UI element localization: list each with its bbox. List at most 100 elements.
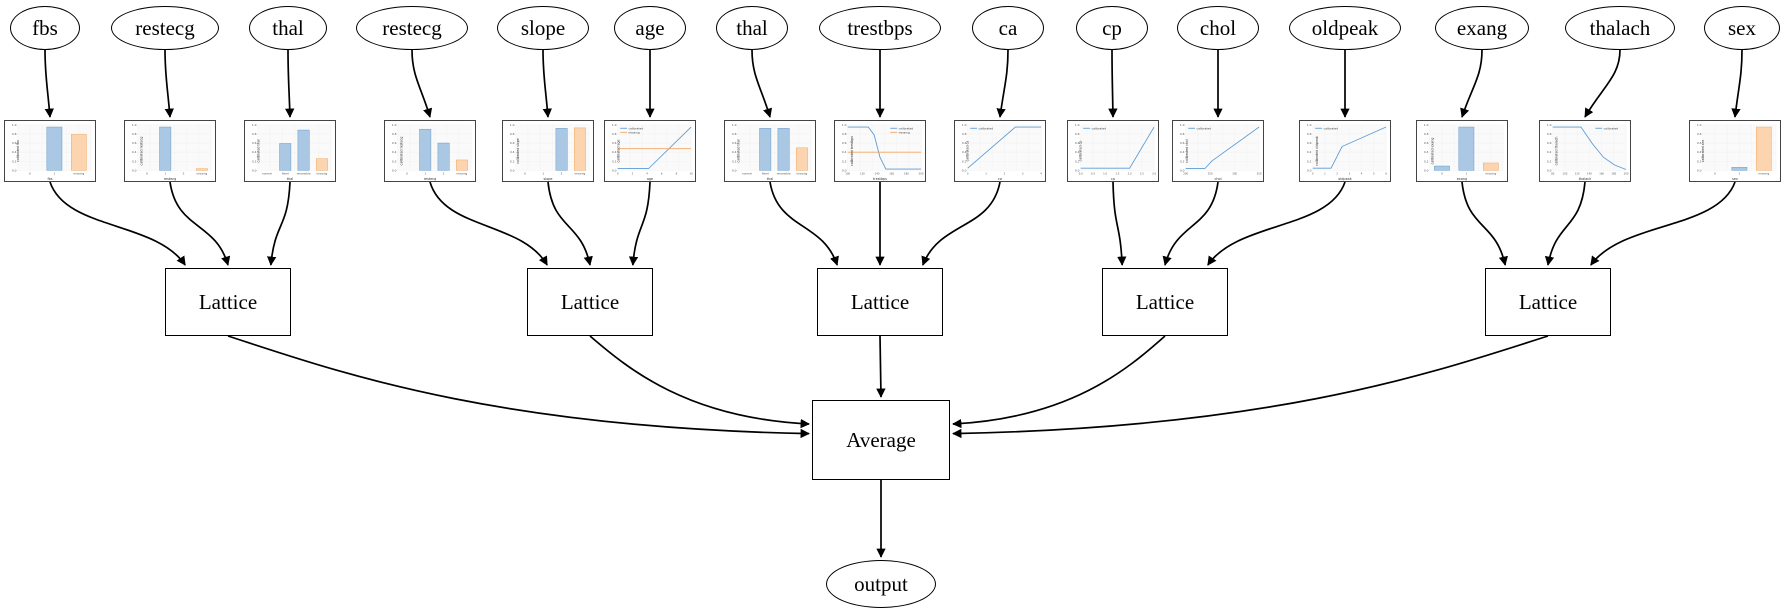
svg-text:1.0: 1.0 [1547, 123, 1552, 127]
svg-text:0: 0 [967, 171, 969, 175]
input-node-label: fbs [32, 15, 58, 40]
svg-text:0.6: 0.6 [962, 141, 967, 145]
svg-text:1.0: 1.0 [392, 123, 397, 127]
input-node-sex-14[interactable]: sex [1704, 6, 1780, 50]
panel-y-axis-label: calibrated thalach [1554, 136, 1559, 166]
input-node-fbs-0[interactable]: fbs [10, 6, 80, 50]
input-node-restecg-1[interactable]: restecg [111, 6, 219, 50]
input-node-restecg-3[interactable]: restecg [356, 6, 468, 50]
svg-text:missing: missing [196, 171, 207, 175]
input-node-label: oldpeak [1311, 15, 1379, 40]
panel-x-axis-label: restecg [163, 177, 177, 181]
svg-text:1: 1 [1465, 171, 1467, 175]
input-node-thal-2[interactable]: thal [249, 6, 327, 50]
svg-text:0.2: 0.2 [510, 159, 515, 163]
svg-text:300: 300 [1232, 171, 1237, 175]
lattice-node-4[interactable]: Lattice [1485, 268, 1611, 336]
edge-panel-5-to-lattice-1 [628, 181, 651, 266]
input-node-label: ca [998, 15, 1018, 40]
lattice-node-label: Lattice [1518, 289, 1578, 314]
svg-text:1.0: 1.0 [1424, 123, 1429, 127]
svg-text:1.0: 1.0 [732, 123, 737, 127]
svg-text:0.0: 0.0 [1180, 168, 1185, 172]
input-node-ca-8[interactable]: ca [972, 6, 1044, 50]
svg-text:calibrated: calibrated [1196, 126, 1211, 130]
svg-text:1.0: 1.0 [1697, 123, 1702, 127]
svg-text:fixed: fixed [762, 171, 769, 175]
svg-text:140: 140 [1587, 171, 1592, 175]
lattice-node-2[interactable]: Lattice [817, 268, 943, 336]
svg-text:0.0: 0.0 [1075, 168, 1080, 172]
lattice-node-3[interactable]: Lattice [1102, 268, 1228, 336]
input-node-slope-4[interactable]: slope [497, 6, 589, 50]
input-node-cp-9[interactable]: cp [1076, 6, 1148, 50]
svg-text:0.0: 0.0 [510, 168, 515, 172]
svg-text:0.4: 0.4 [1547, 150, 1552, 154]
average-node[interactable]: Average [812, 400, 950, 480]
svg-text:missing: missing [899, 131, 910, 135]
svg-text:reversible: reversible [777, 171, 791, 175]
svg-text:0.8: 0.8 [962, 132, 967, 136]
edge-lattice-3-to-average [952, 335, 1166, 429]
input-node-label: sex [1728, 15, 1756, 40]
svg-text:0.8: 0.8 [732, 132, 737, 136]
svg-text:0.8: 0.8 [510, 132, 515, 136]
svg-text:0.4: 0.4 [1307, 150, 1312, 154]
input-node-label: slope [520, 15, 566, 40]
svg-text:2: 2 [1004, 171, 1006, 175]
input-node-label: cp [1102, 15, 1122, 40]
svg-text:0.2: 0.2 [252, 159, 257, 163]
svg-text:1.0: 1.0 [612, 123, 617, 127]
input-node-label: thal [272, 15, 304, 40]
panel-x-axis-label: thal [766, 177, 774, 181]
svg-text:100: 100 [845, 171, 850, 175]
svg-text:0.6: 0.6 [132, 141, 137, 145]
svg-text:0.8: 0.8 [392, 132, 397, 136]
svg-text:350: 350 [1257, 171, 1262, 175]
input-node-label: restecg [382, 15, 442, 40]
svg-text:2: 2 [561, 171, 563, 175]
svg-text:0.4: 0.4 [252, 150, 257, 154]
edge-input-to-panel-13 [1584, 49, 1621, 118]
lattice-node-1[interactable]: Lattice [527, 268, 653, 336]
input-node-oldpeak-11[interactable]: oldpeak [1289, 6, 1401, 50]
svg-text:0.2: 0.2 [962, 159, 967, 163]
input-node-chol-10[interactable]: chol [1177, 6, 1259, 50]
svg-text:0.8: 0.8 [1075, 132, 1080, 136]
input-node-age-5[interactable]: age [614, 6, 686, 50]
svg-text:normal: normal [742, 171, 752, 175]
panel-x-axis-label: ca [998, 177, 1002, 181]
svg-text:0.0: 0.0 [132, 168, 137, 172]
panel-x-axis-label: chol [1214, 177, 1222, 181]
edge-input-to-panel-2 [285, 49, 295, 118]
input-node-trestbps-7[interactable]: trestbps [819, 6, 941, 50]
lattice-node-0[interactable]: Lattice [165, 268, 291, 336]
input-node-thalach-13[interactable]: thalach [1565, 6, 1675, 50]
svg-text:0.8: 0.8 [1547, 132, 1552, 136]
svg-text:0.8: 0.8 [1180, 132, 1185, 136]
svg-text:0.0: 0.0 [252, 168, 257, 172]
input-node-exang-12[interactable]: exang [1435, 6, 1529, 50]
output-node[interactable]: output [826, 560, 936, 608]
panel-y-axis-label: calibrated restecg [139, 136, 144, 166]
input-node-thal-6[interactable]: thal [716, 6, 788, 50]
svg-text:1.0: 1.0 [962, 123, 967, 127]
